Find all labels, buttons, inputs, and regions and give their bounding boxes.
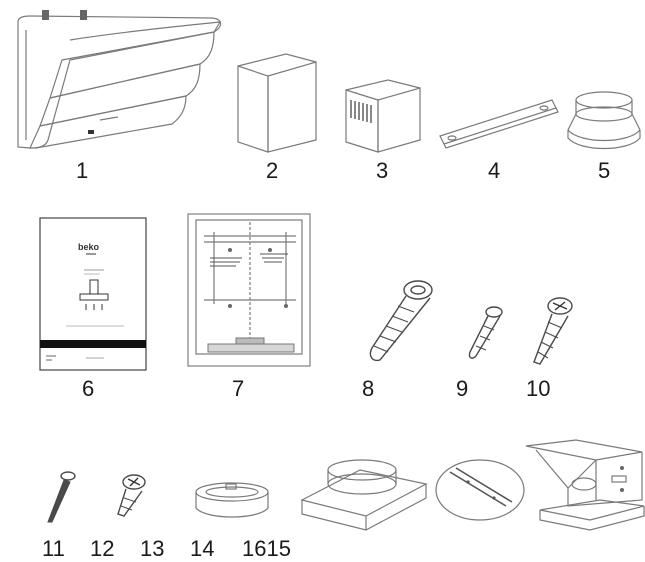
part-15-damper <box>435 459 525 521</box>
part-5-flange <box>567 91 641 150</box>
label-part-2: 2 <box>266 158 279 183</box>
label-part-8: 8 <box>362 376 375 401</box>
part-4-bracket-bar <box>439 99 559 149</box>
part-11-screw-thin <box>47 471 76 523</box>
label-part-3: 3 <box>376 158 389 183</box>
manual-brand-text: beko <box>78 242 100 252</box>
label-part-10: 10 <box>526 376 551 401</box>
part-7-mounting-template <box>187 213 311 367</box>
part-1-cooker-hood <box>17 10 222 149</box>
label-part-4: 4 <box>488 158 501 183</box>
part-12-screw-small <box>117 474 146 517</box>
part-6-user-manual: beko <box>39 217 147 371</box>
part-9-wall-plug-small <box>468 306 503 359</box>
label-part-14: 14 <box>190 536 215 561</box>
label-part-1615: 1615 <box>242 536 291 561</box>
label-part-1: 1 <box>76 158 89 183</box>
part-14-ring <box>195 482 269 518</box>
label-part-13: 13 <box>140 536 165 561</box>
part-8-wall-plug-large <box>369 280 433 362</box>
label-part-9: 9 <box>456 376 469 401</box>
label-part-5: 5 <box>598 158 611 183</box>
label-part-11: 11 <box>42 536 65 561</box>
label-part-7: 7 <box>232 376 245 401</box>
part-3-chimney-lower <box>345 79 421 153</box>
label-part-12: 12 <box>90 536 115 561</box>
part-2-chimney-upper <box>237 53 317 153</box>
part-10-screw-large <box>533 297 573 365</box>
part-valve-assembly <box>525 439 645 531</box>
label-part-6: 6 <box>82 376 95 401</box>
part-16-adapter <box>300 459 428 531</box>
